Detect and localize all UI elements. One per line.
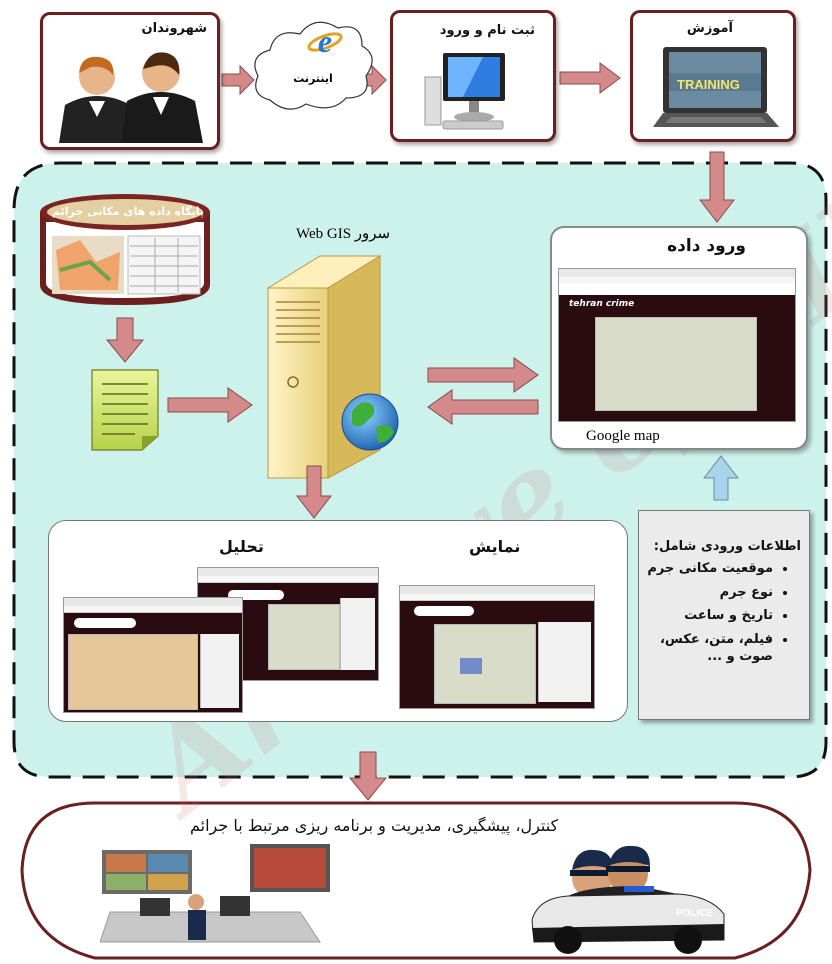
document-icon	[91, 369, 159, 451]
internet-label: اینترنت	[293, 72, 333, 85]
citizens-label: شهروندان	[141, 21, 207, 36]
citizens-box: شهروندان	[40, 12, 220, 150]
database-label: پایگاه داده های مکانی جرائم	[52, 205, 205, 218]
arrow-citizens-to-internet	[221, 64, 255, 96]
internet-cloud	[254, 21, 373, 110]
training-label: آموزش	[686, 21, 733, 36]
info-item: فیلم، متن، عکس، صوت و ...	[639, 631, 773, 666]
database-icon	[40, 194, 210, 305]
info-list: موقعیت مکانی جرم نوع جرم تاریخ و ساعت فی…	[639, 560, 791, 666]
computer-icon	[424, 53, 505, 130]
bottom-title: کنترل، پیشگیری، مدیریت و برنامه ریزی مرت…	[190, 816, 559, 835]
analysis-display-panel: تحلیل نمایش	[48, 520, 628, 722]
ie-logo-icon: e	[307, 23, 343, 59]
display-screenshot	[399, 585, 595, 709]
data-entry-title: ورود داده	[667, 236, 746, 256]
analysis-title: تحلیل	[219, 537, 264, 556]
training-screen-text: TRAINING	[677, 77, 740, 92]
info-heading: اطلاعات ورودی شامل:	[653, 539, 801, 554]
info-item: تاریخ و ساعت	[639, 607, 773, 625]
top-arrows	[221, 62, 736, 223]
arrow-dataentry-to-server	[427, 389, 539, 425]
register-label: ثبت نام و ورود	[439, 23, 535, 38]
info-item: نوع جرم	[639, 584, 773, 602]
info-item: موقعیت مکانی جرم	[639, 560, 773, 578]
arrow-server-to-dataentry	[427, 357, 539, 393]
data-entry-screenshot: tehran crime	[558, 268, 796, 422]
arrow-info-to-dataentry	[702, 455, 740, 501]
arrow-server-to-panel	[295, 465, 333, 519]
arrow-register-to-training	[559, 62, 621, 94]
control-room-icon	[100, 844, 330, 943]
arrow-document-to-server	[167, 387, 253, 423]
register-box: ثبت نام و ورود	[390, 10, 556, 142]
input-info-box: اطلاعات ورودی شامل: موقعیت مکانی جرم نوع…	[638, 510, 810, 720]
data-entry-box: ورود داده tehran crime Google map	[550, 226, 808, 450]
citizens-icon	[59, 52, 203, 143]
police-car-icon	[531, 845, 725, 954]
display-title: نمایش	[469, 537, 521, 556]
laptop-icon	[653, 47, 779, 127]
server-label: سرور Web GIS	[296, 226, 391, 242]
arrow-training-to-dataentry	[698, 151, 736, 223]
training-box: آموزش TRAINING	[630, 10, 796, 142]
svg-text:e: e	[318, 23, 332, 59]
arrow-db-to-document	[105, 317, 145, 363]
analysis-screenshot-front	[63, 597, 243, 713]
police-text: POLICE	[676, 908, 714, 919]
globe-icon	[341, 393, 399, 451]
google-map-label: Google map	[586, 428, 660, 444]
site-logo: tehran crime	[569, 299, 635, 309]
arrow-region-to-bottom	[348, 751, 388, 801]
